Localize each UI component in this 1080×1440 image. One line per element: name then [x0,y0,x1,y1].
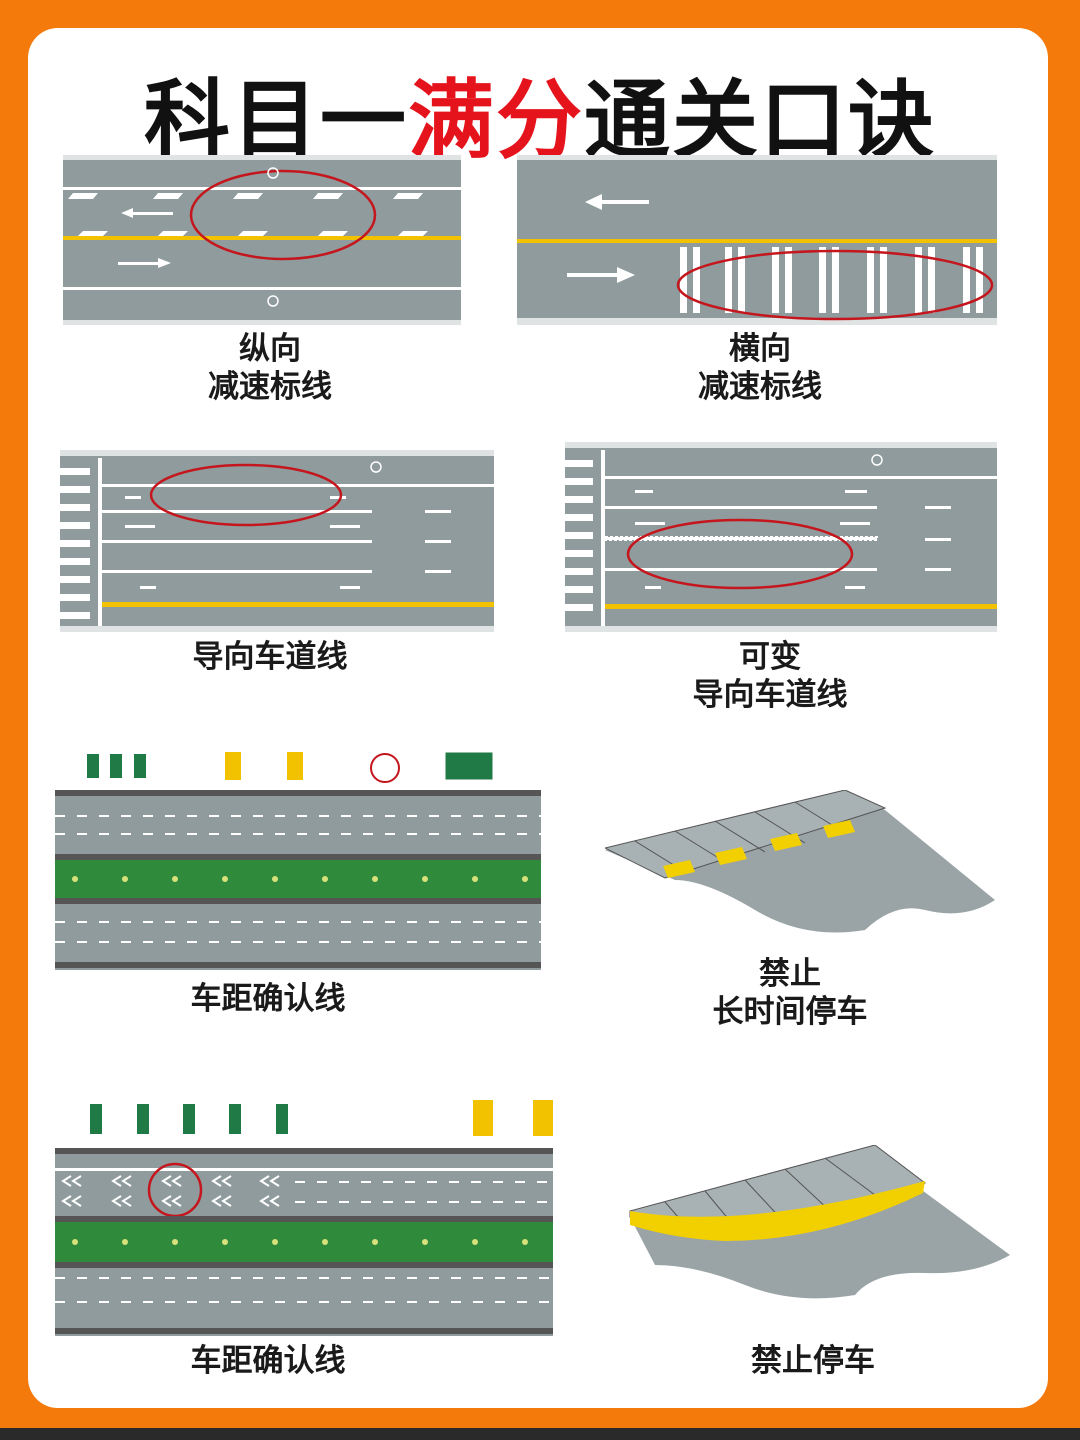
bottom-bar [0,1428,1080,1440]
panel-1-caption-line2: 减速标线 [208,369,332,405]
transverse-deceleration-figure [517,155,997,325]
panel-1-caption: 纵向 减速标线 [150,330,390,406]
panel-3-caption-line1: 导向车道线 [192,639,348,675]
panel-6-caption-line2: 长时间停车 [712,994,868,1030]
panel-4-caption: 可变 导向车道线 [650,638,890,714]
distance-confirmation-figure-1 [55,750,541,970]
panel-7-caption: 车距确认线 [148,1342,388,1380]
guide-lane-line-figure [60,450,494,632]
panel-8-caption-line1: 禁止停车 [751,1343,875,1379]
page-title: 科目一满分通关口诀 [0,50,1080,175]
panel-3-caption: 导向车道线 [150,638,390,676]
panel-4-caption-line1: 可变 [739,639,801,675]
no-parking-figure [625,1145,1010,1305]
panel-8-caption: 禁止停车 [693,1342,933,1380]
panel-1-caption-line1: 纵向 [239,331,301,367]
title-part1: 科目一 [144,71,408,171]
panel-7-caption-line1: 车距确认线 [190,1343,346,1379]
panel-5-caption: 车距确认线 [148,980,388,1018]
longitudinal-deceleration-figure [63,155,461,325]
panel-4-caption-line2: 导向车道线 [692,677,848,713]
distance-confirmation-figure-2 [55,1098,555,1338]
title-highlight: 满分 [408,71,584,171]
no-long-parking-figure [605,790,995,940]
panel-2-caption: 横向 减速标线 [640,330,880,406]
title-part2: 通关口诀 [584,71,936,171]
variable-guide-lane-figure [565,442,997,632]
panel-6-caption-line1: 禁止 [759,956,821,992]
panel-6-caption: 禁止 长时间停车 [670,955,910,1031]
panel-2-caption-line2: 减速标线 [698,369,822,405]
panel-5-caption-line1: 车距确认线 [190,981,346,1017]
panel-2-caption-line1: 横向 [729,331,791,367]
